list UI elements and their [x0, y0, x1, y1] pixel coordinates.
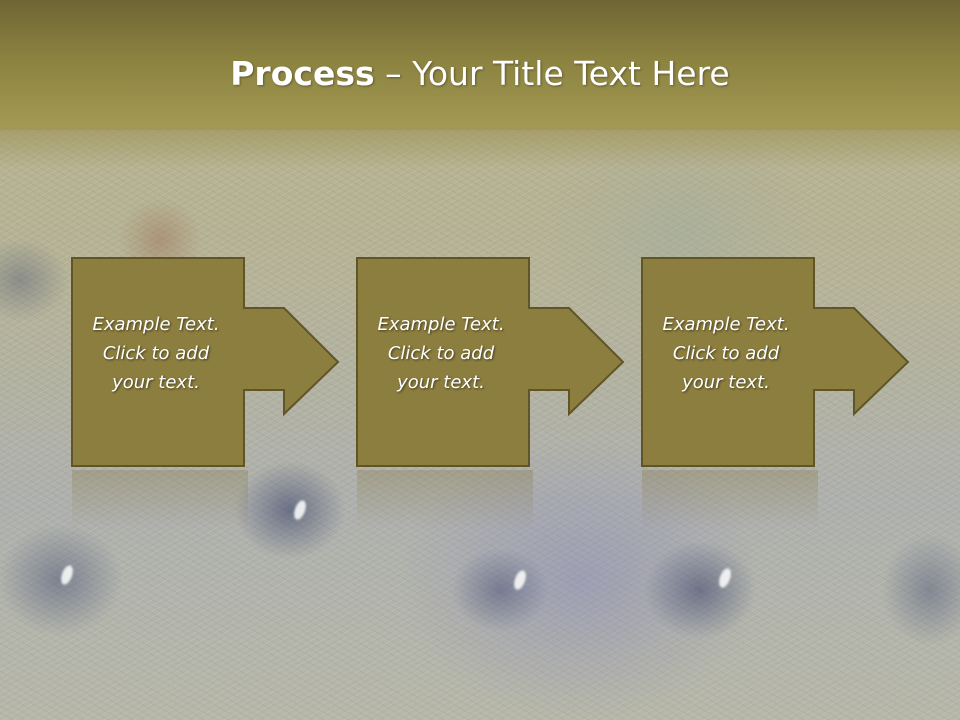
- step-text-line: Example Text.: [92, 314, 220, 335]
- header-band: [0, 0, 960, 130]
- step-arrow-shape: [641, 257, 910, 467]
- step-text-line: Example Text.: [377, 314, 505, 335]
- step-text-line: Example Text.: [662, 314, 790, 335]
- step-reflection: [72, 470, 248, 530]
- slide-title[interactable]: Process – Your Title Text Here: [0, 52, 960, 96]
- title-bold-part: Process: [230, 54, 375, 93]
- step-text-line: Click to add: [102, 343, 210, 364]
- title-rest-part: Your Title Text Here: [412, 54, 730, 93]
- step-arrow-shape: [356, 257, 625, 467]
- step-text-line: your text.: [112, 372, 200, 393]
- process-step-2[interactable]: Example Text. Click to add your text.: [355, 256, 635, 468]
- header-fade: [0, 128, 960, 168]
- step-text-line: your text.: [682, 372, 770, 393]
- step-text[interactable]: Example Text. Click to add your text.: [357, 310, 525, 397]
- process-step-3[interactable]: Example Text. Click to add your text.: [640, 256, 920, 468]
- step-text-line: your text.: [397, 372, 485, 393]
- step-arrow-shape: [71, 257, 340, 467]
- step-text[interactable]: Example Text. Click to add your text.: [72, 310, 240, 397]
- step-reflection: [357, 470, 533, 530]
- step-text-line: Click to add: [672, 343, 780, 364]
- step-text[interactable]: Example Text. Click to add your text.: [642, 310, 810, 397]
- step-reflection: [642, 470, 818, 530]
- step-text-line: Click to add: [387, 343, 495, 364]
- process-step-1[interactable]: Example Text. Click to add your text.: [70, 256, 350, 468]
- title-separator: –: [374, 54, 413, 93]
